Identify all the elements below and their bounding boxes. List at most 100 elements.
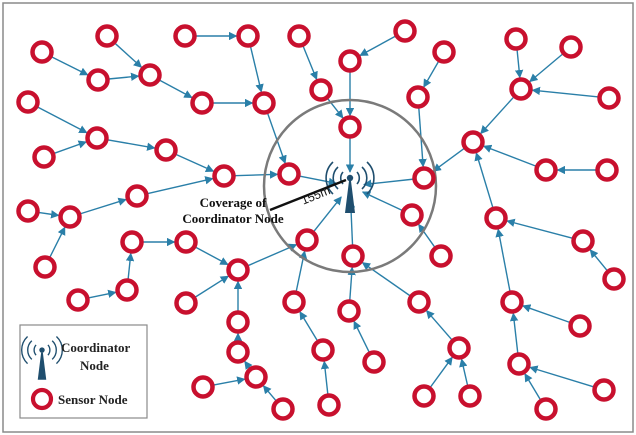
link-arrow — [147, 176, 214, 195]
sensor-node — [362, 350, 386, 374]
sensor-node — [115, 278, 139, 302]
link-arrow — [79, 197, 127, 215]
sensor-node — [277, 162, 301, 186]
link-arrow — [108, 72, 140, 82]
sensor-node — [226, 310, 250, 334]
link-arrow — [482, 144, 537, 167]
link-arrow — [249, 46, 264, 93]
link-arrow — [529, 53, 564, 83]
sensor-node — [191, 375, 215, 399]
sensor-node — [16, 199, 40, 223]
sensor-node — [30, 40, 54, 64]
link-arrow — [418, 223, 436, 248]
sensor-node — [125, 184, 149, 208]
sensor-node — [393, 19, 417, 43]
sensor-node — [271, 397, 295, 421]
sensor-node — [429, 244, 453, 268]
sensor-node — [500, 290, 524, 314]
sensor-node — [58, 205, 82, 229]
link-arrow — [359, 35, 397, 57]
link-arrow — [49, 226, 66, 258]
link-arrow — [175, 153, 215, 173]
link-arrow — [514, 49, 524, 79]
sensor-node — [337, 299, 361, 323]
link-arrow — [361, 262, 411, 297]
link-arrow — [107, 139, 156, 151]
link-arrow — [244, 360, 253, 370]
sensor-node — [190, 91, 214, 115]
link-arrow — [262, 385, 277, 402]
sensor-node — [295, 228, 319, 252]
sensor-node — [412, 166, 436, 190]
sensor-node — [311, 338, 335, 362]
sensor-node — [484, 206, 508, 230]
sensor-node — [85, 126, 109, 150]
sensor-node — [212, 164, 236, 188]
link-arrow — [531, 86, 599, 98]
sensor-node — [504, 27, 528, 51]
legend-coordinator-line1: Coordinator — [61, 340, 131, 355]
sensor-node — [32, 145, 56, 169]
sensor-node — [287, 24, 311, 48]
sensor-node — [66, 288, 90, 312]
sensor-node — [571, 229, 595, 253]
sensor-nodes — [16, 19, 626, 421]
sensor-node — [226, 340, 250, 364]
legend-sensor-label: Sensor Node — [58, 392, 128, 407]
link-arrow — [299, 175, 338, 186]
sensor-node — [432, 40, 456, 64]
link-arrow — [158, 79, 193, 99]
sensor-node — [33, 255, 57, 279]
sensor-node — [174, 291, 198, 315]
link-arrow — [429, 356, 453, 388]
link-arrow — [51, 56, 89, 76]
radius-line — [269, 178, 347, 212]
sensor-node — [507, 352, 531, 376]
legend: Coordinator Node Sensor Node — [19, 324, 148, 419]
link-arrow — [194, 246, 229, 266]
sensor-node — [86, 68, 110, 92]
sensor-node — [309, 78, 333, 102]
sensor-node — [407, 290, 431, 314]
coverage-label-line2: Coordinator Node — [182, 211, 283, 226]
sensor-node — [16, 90, 40, 114]
link-arrow — [194, 275, 229, 298]
link-arrow — [529, 365, 595, 388]
link-arrow — [423, 60, 440, 88]
link-arrow — [247, 243, 298, 267]
sensor-node — [509, 77, 533, 101]
sensor-node — [341, 244, 365, 268]
legend-coordinator-line2: Node — [80, 358, 109, 373]
coverage-label-line1: Coverage of — [200, 195, 267, 210]
link-arrow — [266, 112, 287, 164]
link-arrow — [36, 106, 88, 134]
link-arrow — [320, 360, 330, 395]
sensor-node — [559, 35, 583, 59]
link-arrow — [312, 196, 342, 233]
sensor-node — [252, 91, 276, 115]
link-arrow — [432, 147, 465, 172]
link-arrow — [589, 249, 608, 272]
sensor-node — [174, 230, 198, 254]
coverage-circle — [262, 98, 438, 274]
sensor-node — [458, 384, 482, 408]
sensor-ring-icon — [30, 387, 54, 411]
sensor-node — [406, 85, 430, 109]
link-arrow — [495, 228, 511, 292]
sensor-node — [282, 290, 306, 314]
link-arrow — [38, 210, 60, 219]
link-arrow — [361, 191, 403, 212]
sensor-node — [338, 49, 362, 73]
sensor-node — [534, 397, 558, 421]
sensor-node — [412, 384, 436, 408]
link-arrow — [213, 376, 246, 386]
link-arrow — [522, 304, 571, 324]
sensor-node — [138, 63, 162, 87]
link-arrow — [299, 311, 319, 342]
link-arrow — [353, 320, 371, 353]
link-arrow — [125, 252, 135, 280]
sensor-node — [568, 314, 592, 338]
sensor-node — [226, 258, 250, 282]
link-arrow — [506, 218, 574, 239]
sensor-node — [95, 24, 119, 48]
